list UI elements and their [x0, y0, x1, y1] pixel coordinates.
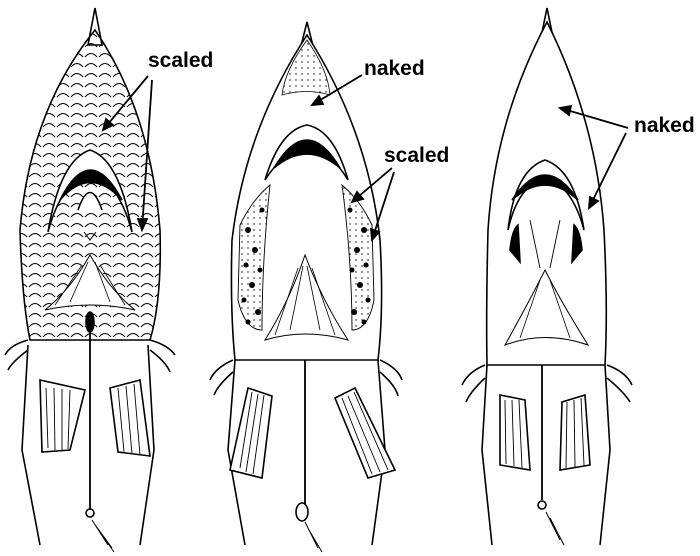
label-naked-3: naked — [634, 115, 695, 136]
label-naked-2: naked — [364, 58, 425, 79]
fish-1-scaled-head — [5, 8, 175, 552]
fish-3-naked-head — [462, 8, 632, 545]
label-scaled-1: scaled — [148, 50, 213, 71]
fish-2-mixed-head — [210, 22, 402, 552]
label-scaled-2: scaled — [384, 145, 449, 166]
